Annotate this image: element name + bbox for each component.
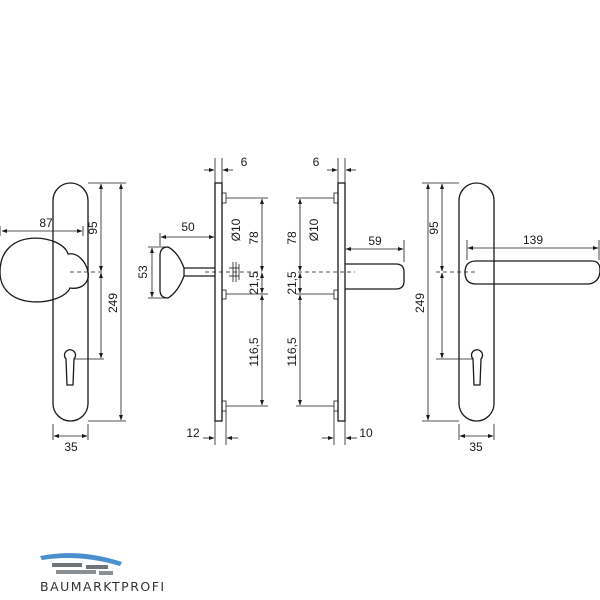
dim-215-label-right: 21,5 [285,271,299,295]
dim-95-label-right: 95 [427,221,441,235]
logo-bar-1 [52,563,82,567]
dim-78-label-right: 78 [285,231,299,245]
dim-35-label-right: 35 [469,440,483,454]
dim-10-label: 10 [359,426,373,440]
knob-front-plate-outline [52,182,89,422]
dim-53-label: 53 [136,265,150,279]
lever-handle-outline [464,260,600,285]
lever-side-view: 6 59 Ø10 78 21,5 116,5 10 [285,155,405,445]
dim-78-label-left: 78 [247,231,261,245]
dim-o10-label-left: Ø10 [229,218,243,241]
knob-outline [0,237,89,303]
dim-139-label: 139 [523,233,543,247]
logo-bar-2 [86,565,108,569]
knob-side-neck [184,267,215,277]
cylinder-cutout [63,349,77,386]
knob-side-fixing-spindle [221,289,227,300]
dim-1165-label-left: 116,5 [247,337,261,366]
dim-249-label: 249 [106,293,120,313]
lever-side-fixing-spindle [333,289,339,300]
dim-249-label-left: 249 [413,293,427,313]
dim-12-label: 12 [186,426,200,440]
dim-35-label: 35 [64,440,78,454]
knob-front-view: 87 95 249 35 [0,182,126,454]
lever-front-plate-outline [458,182,495,422]
logo-text: BAUMARKTPROFI [40,579,166,594]
dim-1165-label-right: 116,5 [285,337,299,366]
dim-6-label-left: 6 [241,155,248,169]
logo-bar-4 [99,571,113,575]
dim-95-label: 95 [86,221,100,235]
dim-6-label-right: 6 [313,155,320,169]
knob-side-plate [214,182,223,422]
lever-front-view: 139 95 249 35 [413,182,600,454]
lever-side-plate [337,182,346,422]
dim-59-label: 59 [368,234,382,248]
baumarktprofi-logo: BAUMARKTPROFI [40,553,166,594]
dim-87-label: 87 [39,216,53,230]
dim-o10-label-right: Ø10 [307,218,321,241]
knob-side-view: 6 50 53 Ø10 78 21,5 116,5 12 [136,155,268,445]
lever-side-profile [345,263,405,290]
cylinder-cutout-lever [470,349,484,386]
logo-bar-3 [56,570,96,574]
dim-215-label-left: 21,5 [247,271,261,295]
knob-side-profile [159,246,185,299]
logo-swoosh-blue [40,553,122,566]
dim-50-label: 50 [181,220,195,234]
